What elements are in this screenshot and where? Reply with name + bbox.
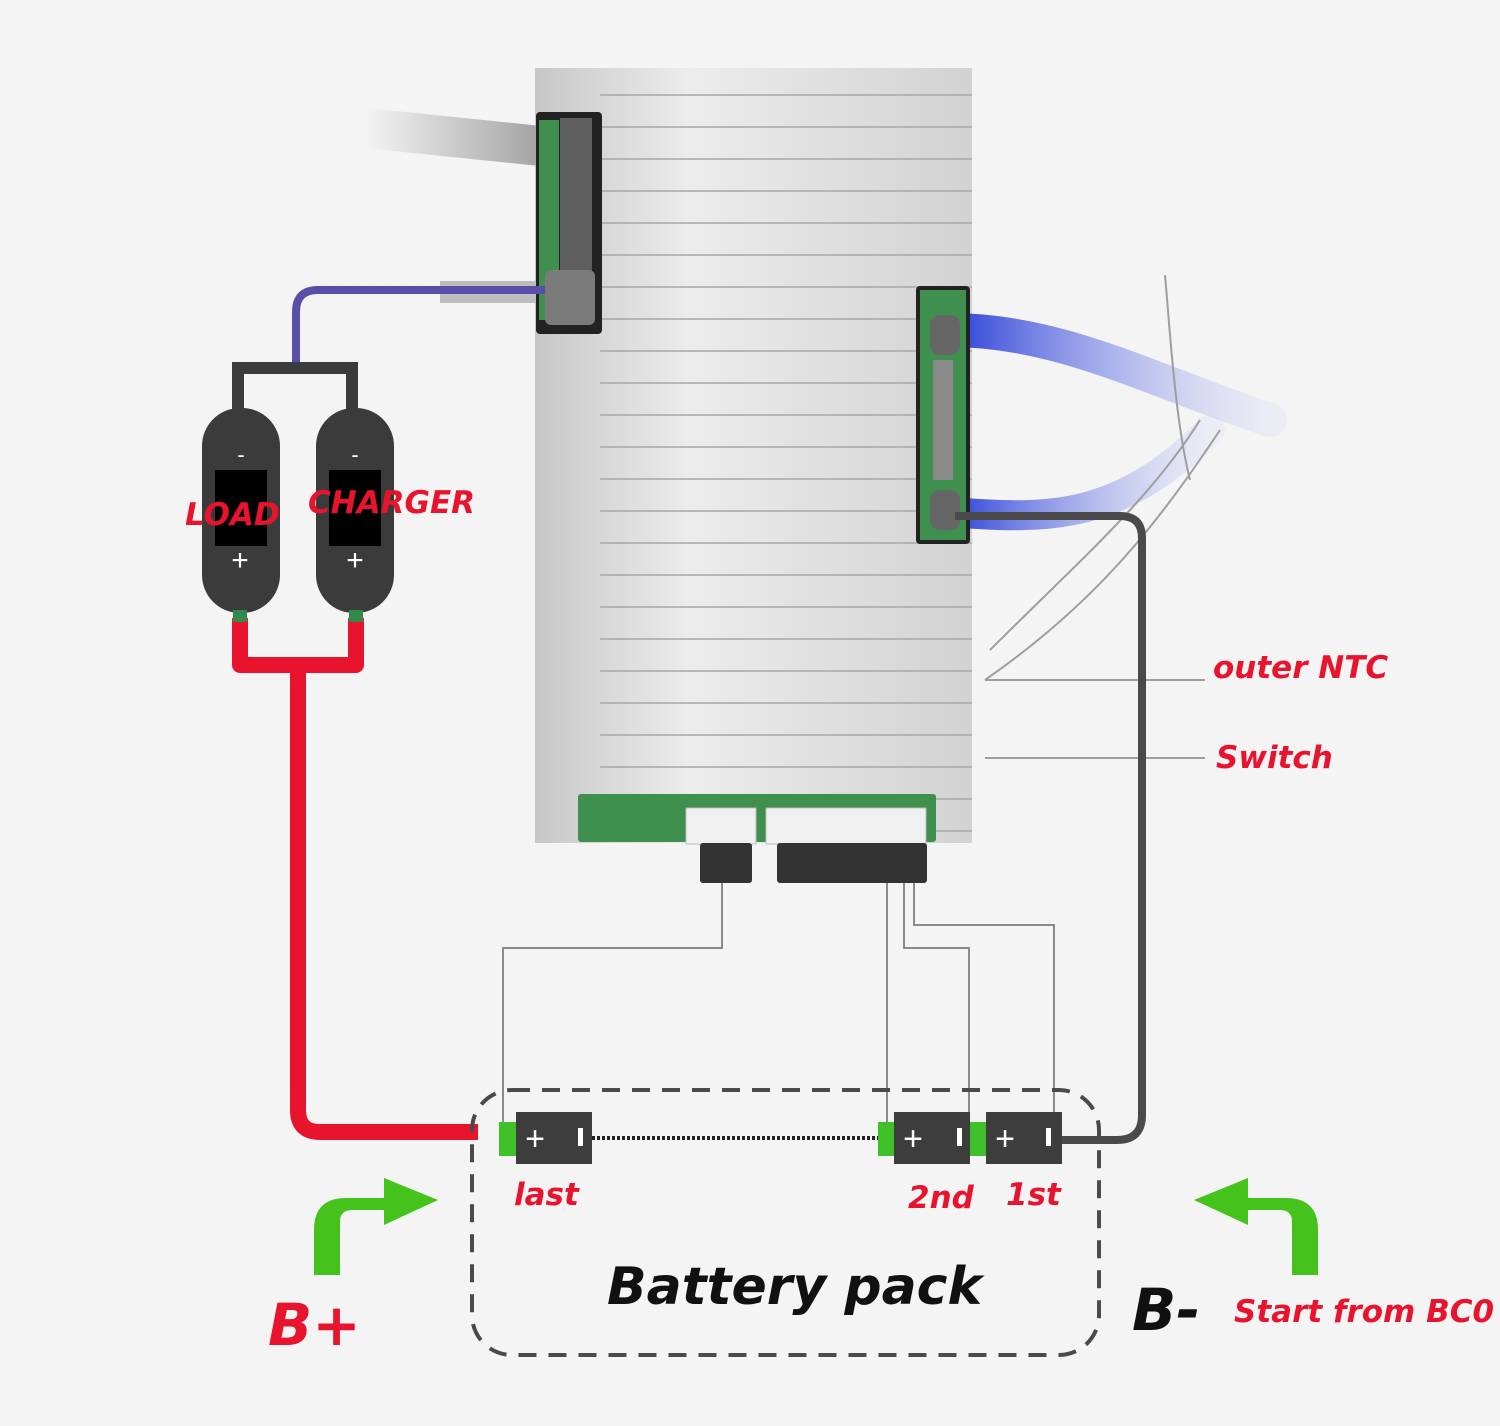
right-terminal-pcb (916, 286, 1287, 544)
load-minus-symbol: - (237, 442, 244, 467)
cell-last-label: last (514, 1177, 580, 1213)
charger-minus-symbol: - (351, 442, 358, 467)
load-label: LOAD (185, 497, 280, 533)
cell-1st: + (970, 1112, 1062, 1164)
left-terminal-pcb (536, 112, 602, 334)
b-minus-wire (955, 512, 1146, 1144)
negative-bridge (232, 362, 358, 412)
battery-pack-outline (470, 1088, 1101, 1357)
outer-ntc-label: outer NTC (1213, 650, 1388, 686)
load-connector: - + (202, 408, 280, 622)
start-from-label: Start from BC0 (1234, 1294, 1494, 1330)
arrow-left-icon (1194, 1178, 1318, 1275)
balance-wires (502, 883, 1055, 1125)
cell-2nd-plus: + (903, 1120, 923, 1158)
cell-1st-plus: + (995, 1120, 1015, 1158)
charger-connector: - + (316, 408, 394, 622)
grey-cable-top (345, 108, 580, 303)
cell-last: + (499, 1112, 592, 1164)
balance-connectors (578, 794, 936, 883)
charger-label: CHARGER (308, 485, 475, 521)
cell-1st-label: 1st (1006, 1177, 1062, 1213)
battery-pack-label: Battery pack (607, 1257, 985, 1317)
b-plus-label: B+ (268, 1291, 361, 1359)
load-plus-symbol: + (231, 544, 249, 577)
switch-label: Switch (1216, 740, 1333, 776)
bms-heatsink (535, 68, 972, 843)
cell-2nd-label: 2nd (908, 1180, 975, 1216)
load-wire (292, 286, 545, 368)
arrow-right-icon (314, 1178, 438, 1275)
positive-wire (232, 618, 478, 1140)
charger-plus-symbol: + (346, 544, 364, 577)
b-minus-label: B- (1132, 1276, 1200, 1344)
cell-2nd: + (878, 1112, 970, 1164)
ntc-switch-wires (984, 274, 1221, 759)
cell-last-plus: + (525, 1120, 545, 1158)
